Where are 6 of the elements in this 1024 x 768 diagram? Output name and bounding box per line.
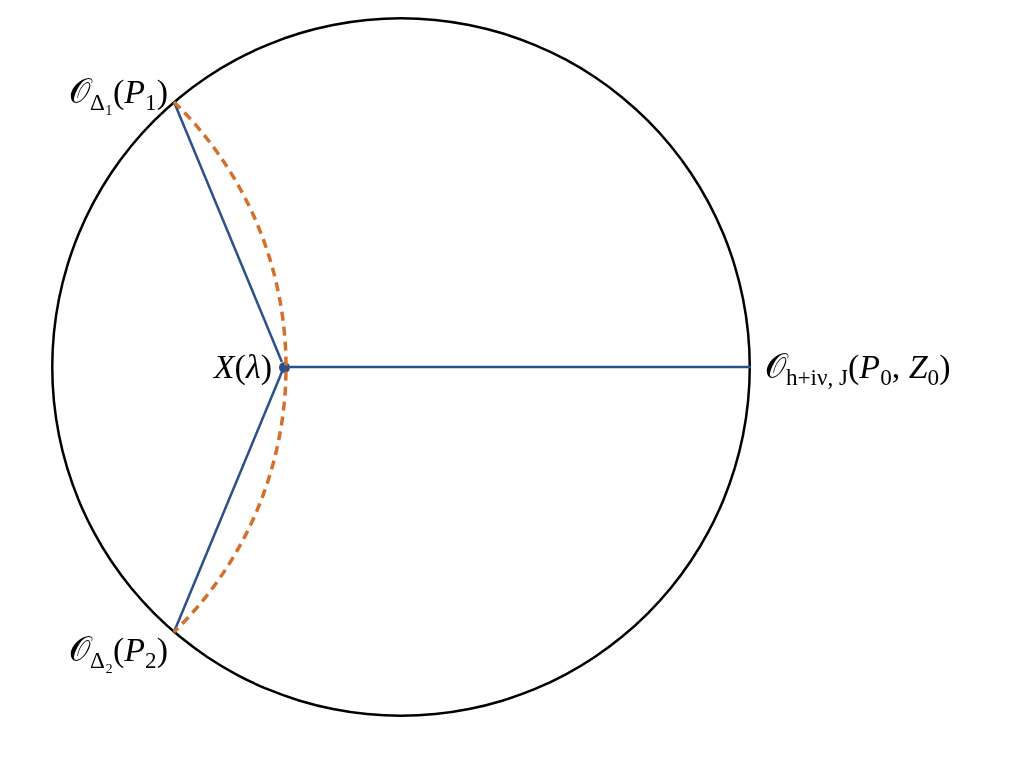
vertex-dot: [278, 361, 290, 373]
dashed-arc-line: [172, 100, 288, 634]
connector-line: [172, 371, 284, 633]
connector-line: [289, 365, 751, 369]
operator-label: 𝒪$_{h+iν, J}$(P$_{0}$, Z$_{0}$): [765, 347, 951, 387]
point-label: X(λ): [213, 347, 272, 387]
